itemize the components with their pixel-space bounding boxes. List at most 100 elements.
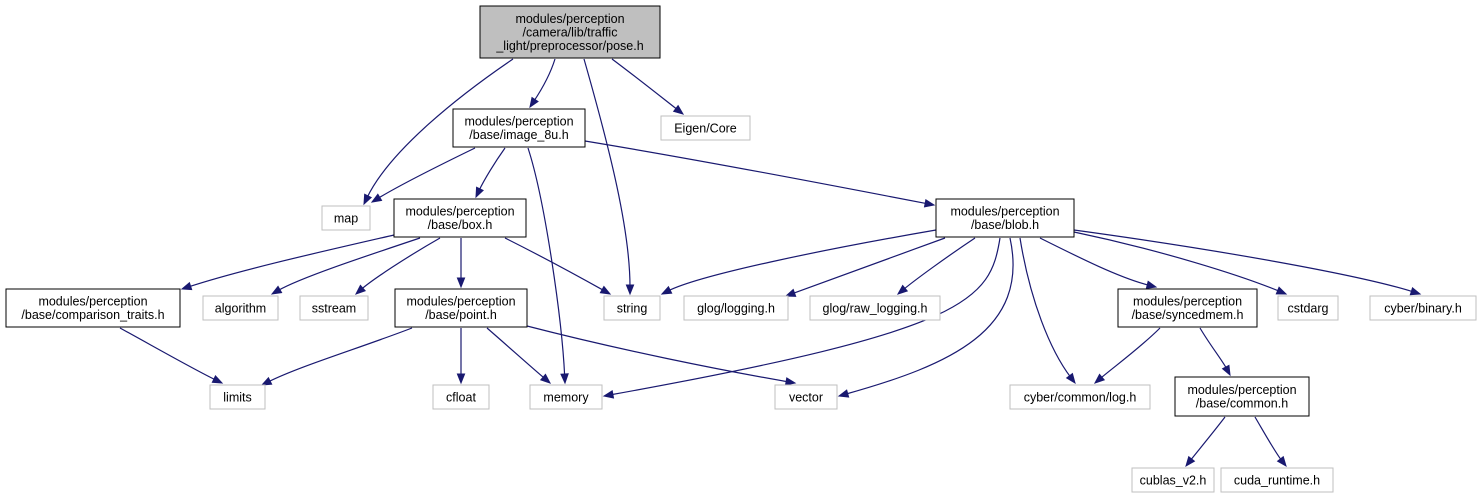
node-label-line: modules/perception <box>1187 383 1296 397</box>
node-label-line: limits <box>223 390 251 404</box>
arrow-head-icon <box>1065 372 1076 385</box>
node-glog_logging[interactable]: glog/logging.h <box>683 295 789 321</box>
node-eigen_core[interactable]: Eigen/Core <box>660 115 751 141</box>
node-syncedmem[interactable]: modules/perception/base/syncedmem.h <box>1117 288 1258 328</box>
node-box <box>321 205 371 231</box>
arrow-head-icon <box>180 281 193 291</box>
edge-line <box>366 58 514 198</box>
node-label-line: cublas_v2.h <box>1140 473 1207 487</box>
node-box <box>1277 295 1339 321</box>
node-label-line: modules/perception <box>515 12 624 26</box>
node-label-line: cfloat <box>446 390 476 404</box>
node-label-line: memory <box>543 390 589 404</box>
edge-point-to-limits <box>260 327 413 386</box>
node-sstream[interactable]: sstream <box>299 295 369 321</box>
arrow-head-icon <box>1275 286 1288 295</box>
nodes-layer: modules/perception/camera/lib/traffic_li… <box>5 5 1477 493</box>
node-label-line: cyber/common/log.h <box>1024 390 1137 404</box>
node-box <box>809 295 941 321</box>
edge-line <box>583 58 631 288</box>
node-label-line: glog/raw_logging.h <box>823 301 928 315</box>
node-box <box>202 295 279 321</box>
edge-line <box>1254 416 1283 461</box>
node-box[interactable]: modules/perception/base/box.h <box>393 198 527 238</box>
arrow-head-icon <box>475 186 484 199</box>
edge-line <box>584 140 928 205</box>
node-box <box>1009 384 1151 410</box>
node-comparison_traits[interactable]: modules/perception/base/comparison_trait… <box>5 288 181 328</box>
edge-line <box>1019 237 1072 378</box>
node-limits[interactable]: limits <box>209 384 266 410</box>
edge-line <box>267 327 413 383</box>
edge-blob-to-glog_logging <box>784 237 946 297</box>
arrow-head-icon <box>270 285 283 295</box>
edge-line <box>1199 327 1228 370</box>
edge-box-to-algorithm <box>270 237 421 295</box>
edge-line <box>903 237 976 291</box>
node-label-line: _light/preprocessor/pose.h <box>495 39 643 53</box>
node-cstdarg[interactable]: cstdarg <box>1277 295 1339 321</box>
node-cublas[interactable]: cublas_v2.h <box>1131 467 1215 493</box>
node-label-line: /base/image_8u.h <box>469 128 568 142</box>
node-string[interactable]: string <box>603 295 661 321</box>
edge-line <box>1073 231 1280 292</box>
edge-blob-to-cyber_binary <box>1073 229 1422 296</box>
node-blob[interactable]: modules/perception/base/blob.h <box>935 198 1075 238</box>
node-box <box>452 108 586 148</box>
node-cyber_binary[interactable]: cyber/binary.h <box>1369 295 1477 321</box>
edge-image_8u-to-blob <box>584 140 936 208</box>
edge-line <box>119 327 216 381</box>
node-glog_raw_logging[interactable]: glog/raw_logging.h <box>809 295 941 321</box>
arrow-head-icon <box>672 104 685 115</box>
node-memory[interactable]: memory <box>529 384 603 410</box>
edge-box-to-point <box>456 238 466 289</box>
node-cyber_common_log[interactable]: cyber/common/log.h <box>1009 384 1151 410</box>
edge-line <box>377 147 476 199</box>
edge-line <box>188 234 395 288</box>
node-label-line: /base/blob.h <box>971 218 1039 232</box>
arrow-head-icon <box>602 390 615 399</box>
node-label-line: /base/common.h <box>1196 397 1288 411</box>
edge-box-to-string <box>504 237 612 295</box>
node-label-line: vector <box>789 390 823 404</box>
node-label-line: modules/perception <box>38 295 147 309</box>
node-label-line: algorithm <box>215 301 266 315</box>
edge-line <box>486 327 546 379</box>
node-box <box>1131 467 1215 493</box>
edge-image_8u-to-memory <box>527 147 569 385</box>
node-cuda_runtime[interactable]: cuda_runtime.h <box>1220 467 1334 493</box>
arrow-head-icon <box>456 277 466 289</box>
node-box <box>1220 467 1334 493</box>
node-box <box>393 198 527 238</box>
edge-blob-to-glog_raw_logging <box>896 237 976 295</box>
node-label-line: /base/point.h <box>425 308 497 322</box>
node-label-line: sstream <box>312 301 356 315</box>
node-pose: modules/perception/camera/lib/traffic_li… <box>479 5 661 59</box>
edge-line <box>504 237 605 292</box>
node-map[interactable]: map <box>321 205 371 231</box>
edge-line <box>360 237 441 290</box>
arrow-head-icon <box>896 284 909 295</box>
edge-box-to-comparison_traits <box>180 234 395 291</box>
node-label-line: /base/comparison_traits.h <box>21 308 164 322</box>
node-image_8u[interactable]: modules/perception/base/image_8u.h <box>452 108 586 148</box>
edge-pose-to-map <box>363 58 514 206</box>
node-label-line: /base/syncedmem.h <box>1132 308 1244 322</box>
edge-point-to-vector <box>526 325 797 386</box>
node-cfloat[interactable]: cfloat <box>432 384 490 410</box>
arrow-head-icon <box>1145 280 1158 289</box>
node-box <box>660 115 751 141</box>
node-point[interactable]: modules/perception/base/point.h <box>394 288 528 328</box>
node-vector[interactable]: vector <box>774 384 838 410</box>
edge-syncedmem-to-common <box>1199 327 1231 377</box>
arrow-head-icon <box>1093 373 1106 384</box>
edge-common-to-cuda_runtime <box>1254 416 1287 468</box>
node-common[interactable]: modules/perception/base/common.h <box>1174 376 1310 417</box>
arrow-head-icon <box>370 193 383 203</box>
node-label-line: cstdarg <box>1288 301 1329 315</box>
arrow-head-icon <box>211 374 224 384</box>
node-algorithm[interactable]: algorithm <box>202 295 279 321</box>
edge-image_8u-to-box <box>475 147 506 199</box>
node-label-line: map <box>334 211 358 225</box>
